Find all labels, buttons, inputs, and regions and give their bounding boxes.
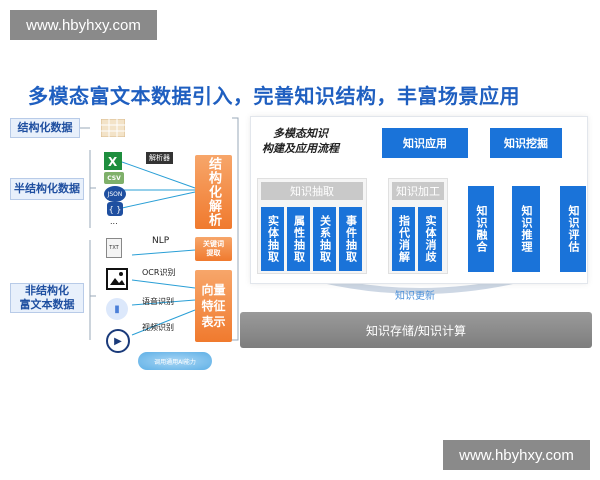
braces-icon: { } (107, 202, 123, 216)
cloud-label: 调用通用AI能力 (154, 358, 196, 366)
vector-line3: 表示 (201, 315, 226, 329)
json-label: JSON (107, 190, 123, 198)
csv-label: CSV (107, 174, 121, 182)
flow-title: 多模态知识 构建及应用流程 (262, 126, 339, 156)
knowledge-mining-box: 知识挖掘 (490, 128, 562, 158)
knowledge-app-box: 知识应用 (382, 128, 468, 158)
vector-line1: 向量 (201, 283, 226, 297)
keyword-line2: 提取 (206, 249, 221, 257)
watermark-top: www.hbyhxy.com (10, 10, 157, 40)
semi-ellipsis: ... (110, 217, 118, 226)
keyword-extract-box: 关键词 提取 (195, 237, 232, 261)
unstructured-line2: 富文本数据 (19, 298, 75, 311)
semi-structured-data-label: 半结构化数据 (10, 178, 84, 200)
flow-title-line2: 构建及应用流程 (262, 142, 339, 155)
txt-file-icon: TXT (106, 238, 122, 258)
table-icon (101, 119, 125, 137)
reasoning-box: 知识推理 (512, 186, 540, 272)
ocr-label: OCR识别 (142, 268, 176, 277)
csv-icon: CSV (104, 172, 124, 184)
vector-line2: 特征 (201, 299, 226, 313)
unstructured-data-label: 非结构化 富文本数据 (10, 283, 84, 313)
parser-tag: 解析器 (146, 152, 173, 164)
storage-label: 知识存储/知识计算 (365, 323, 467, 338)
entity-disamb-box: 实体消歧 (418, 207, 442, 271)
unstructured-line1: 非结构化 (25, 284, 69, 297)
coref-box: 指代消解 (392, 207, 415, 271)
watermark-bottom: www.hbyhxy.com (443, 440, 590, 470)
event-extract-box: 事件抽取 (339, 207, 362, 271)
structured-data-label: 结构化数据 (10, 118, 80, 138)
storage-bar: 知识存储/知识计算 (240, 312, 592, 348)
processing-header: 知识加工 (392, 182, 444, 200)
flow-title-line1: 多模态知识 (273, 127, 328, 140)
image-icon (106, 268, 128, 290)
speech-label: 语音识别 (142, 297, 174, 306)
update-label: 知识更新 (395, 291, 435, 302)
extraction-header: 知识抽取 (261, 182, 363, 200)
attr-extract-box: 属性抽取 (287, 207, 310, 271)
evaluation-box: 知识评估 (560, 186, 586, 272)
svg-text:X: X (108, 155, 118, 169)
txt-label: TXT (109, 245, 119, 251)
excel-icon: X (104, 152, 122, 170)
video-icon: ▶ (106, 329, 130, 353)
vector-feature-box: 向量 特征 表示 (195, 270, 232, 342)
video-label: 视频识别 (142, 323, 174, 332)
audio-icon: ▮ (106, 298, 128, 320)
json-icon: JSON (104, 186, 126, 202)
structured-parse-box: 结构化解析 (195, 155, 232, 229)
entity-extract-box: 实体抽取 (261, 207, 284, 271)
page-title: 多模态富文本数据引入，完善知识结构，丰富场景应用 (28, 84, 520, 108)
relation-extract-box: 关系抽取 (313, 207, 336, 271)
nlp-label: NLP (152, 236, 170, 246)
keyword-line1: 关键词 (203, 240, 224, 248)
fusion-box: 知识融合 (468, 186, 494, 272)
ai-cloud: 调用通用AI能力 (138, 352, 212, 370)
